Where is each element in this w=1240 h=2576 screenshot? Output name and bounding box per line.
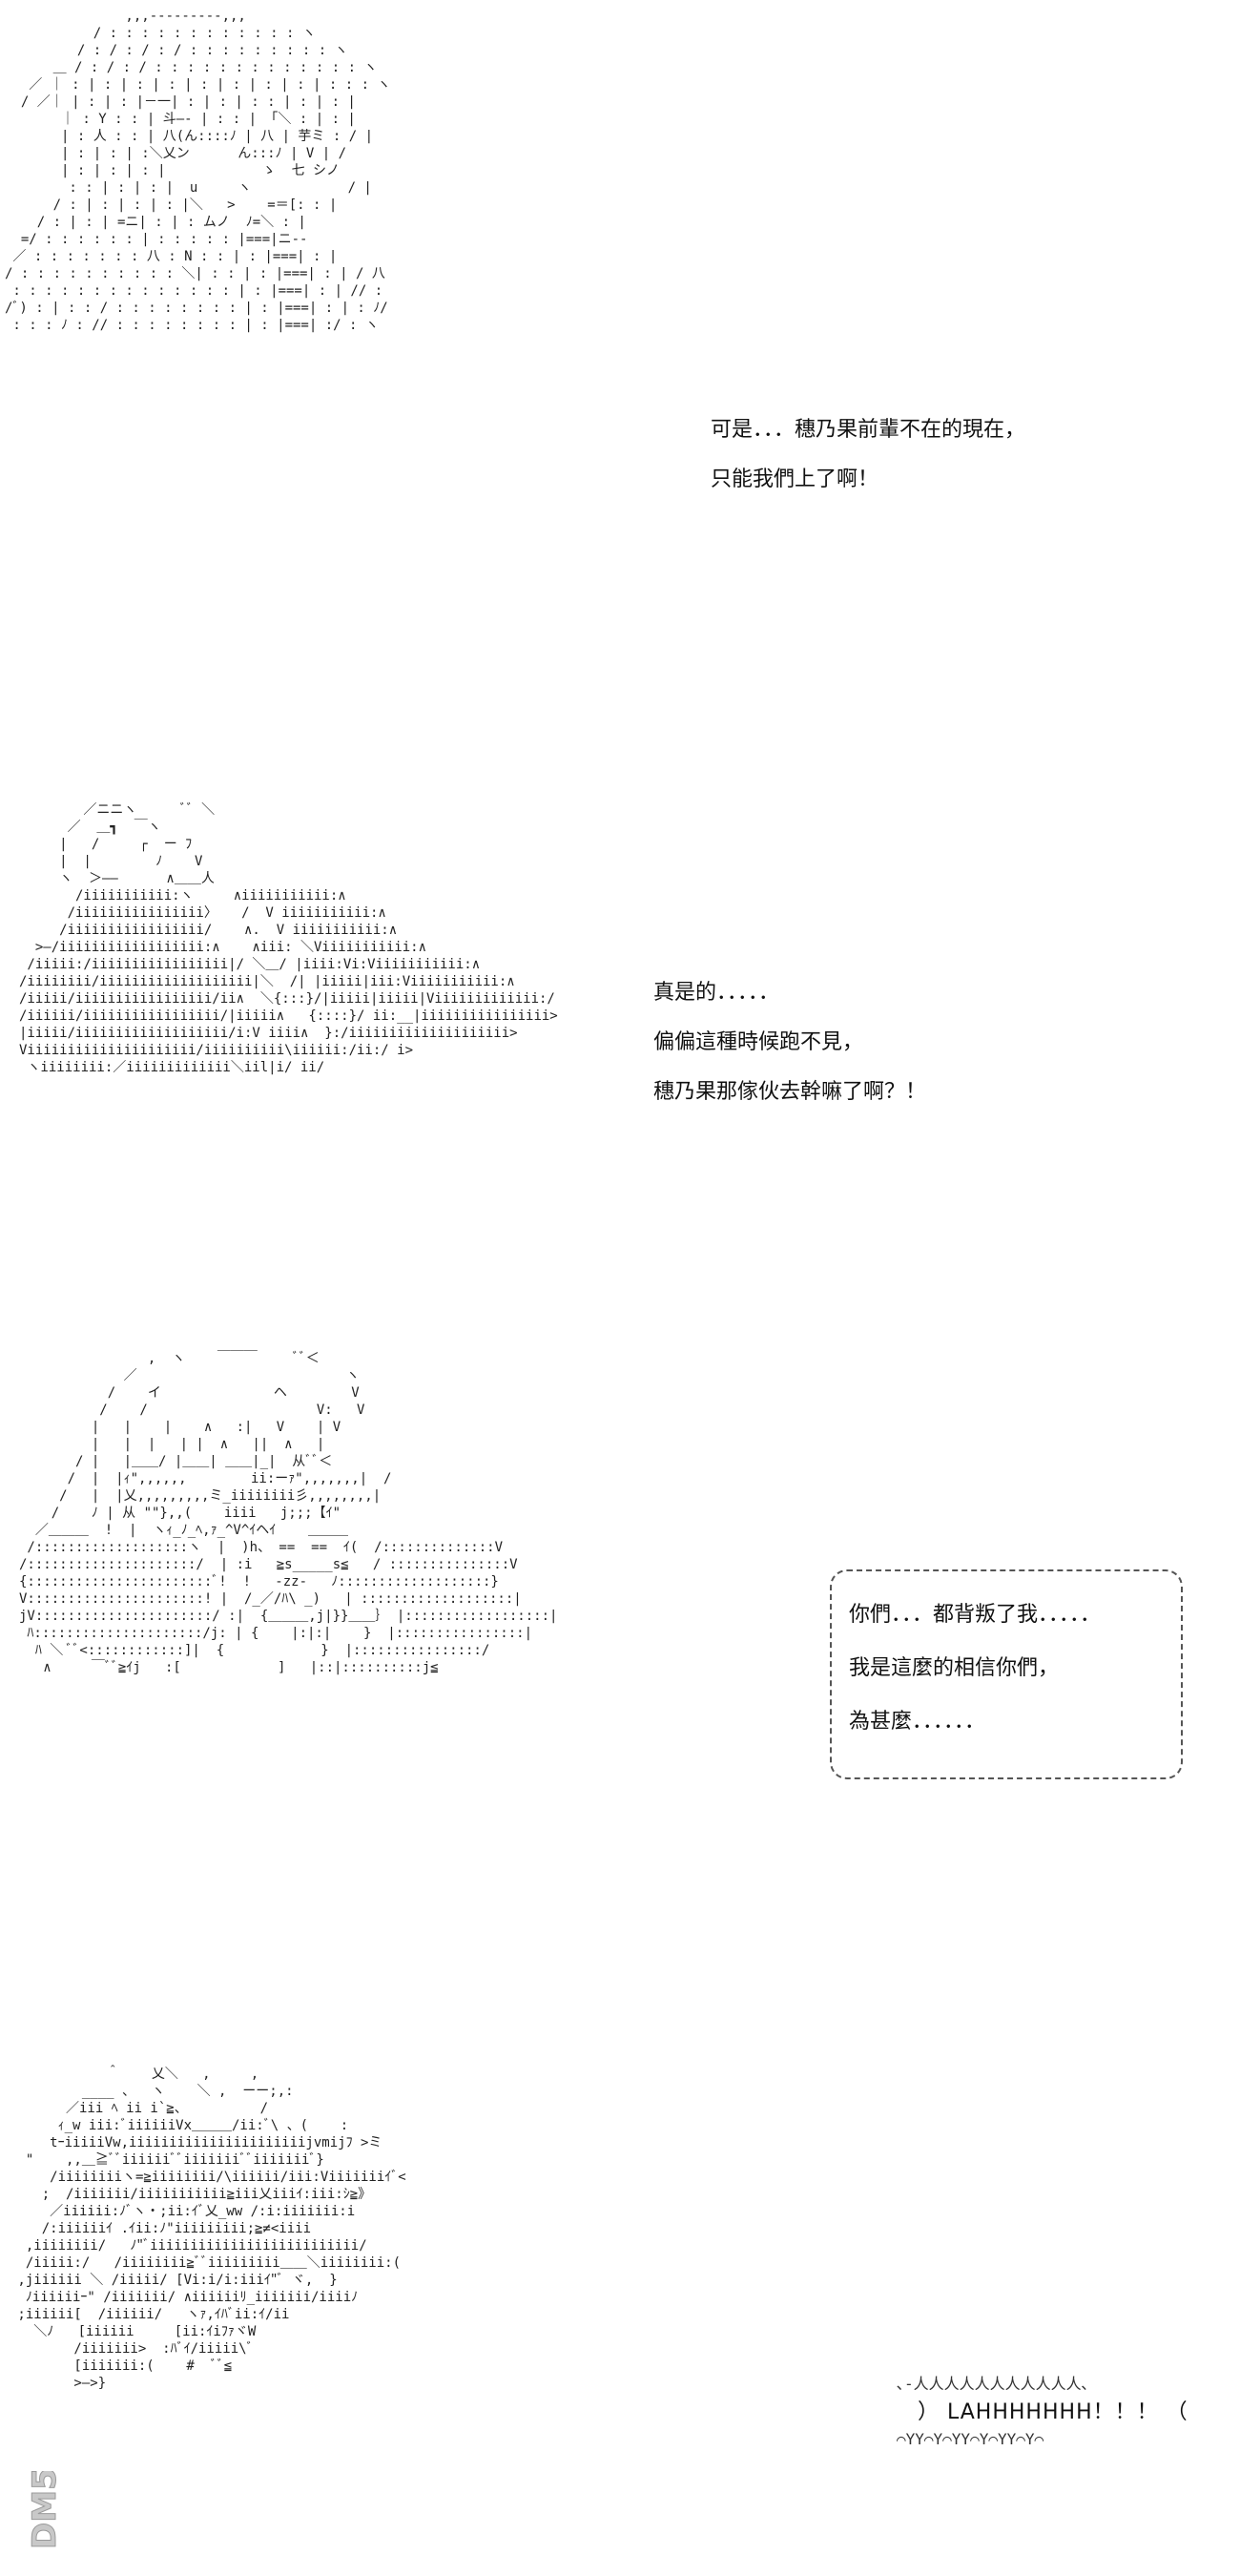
bubble-line: 為甚麼．．．．．． [849,1710,986,1734]
dialogue-line: 穗乃果那傢伙去幹嘛了啊？！ [653,1080,927,1104]
shout-bubble: ､-人人人人人人人人人人人､ ） LAHHHHHHH！！！ （ ⌒YY⌒Y⌒YY… [897,2376,1211,2452]
dialogue-1: 可是．．．穗乃果前輩不在的現在， 只能我們上了啊！ [711,405,1025,505]
watermark-logo-icon: DM5 [26,2471,65,2550]
ascii-art-2: ／ニニヽ ﾞﾞ ＼ ／ ＿┓ ￣ヽ | / ┌ ー ﾌ | | ﾉ V ヽ ＞―… [19,802,558,1075]
speech-bubble: 你們．．．都背叛了我．．．．． 我是這麼的相信你們， 為甚麼．．．．．． [830,1569,1183,1779]
ascii-art-3: , ヽ ￣￣￣ ﾞﾞ＜ ／ ヽ / イ ヘ V / / V: V | | | ∧… [19,1351,558,1675]
shout-border-top: ､-人人人人人人人人人人人､ [897,2375,1089,2393]
dialogue-2: 真是的．．．．． 偏偏這種時候跑不見， 穗乃果那傢伙去幹嘛了啊？！ [653,968,926,1117]
ascii-art-4: ＾ 乂＼ , , ____ 、 ヽ ＼ , ーー;,: ／iii ﾍ ii i`… [17,2067,406,2391]
dialogue-line: 只能我們上了啊！ [711,467,879,491]
dialogue-line: 可是．．．穗乃果前輩不在的現在， [711,418,1026,442]
panel-3: , ヽ ￣￣￣ ﾞﾞ＜ ／ ヽ / イ ヘ V / / V: V | | | ∧… [0,1326,1240,2051]
watermark-logo: DM5 [0,2471,101,2557]
panel-2: ／ニニヽ ﾞﾞ ＼ ／ ＿┓ ￣ヽ | / ┌ ー ﾌ | | ﾉ V ヽ ＞―… [0,792,1240,1326]
shout-border-bottom: ⌒YY⌒Y⌒YY⌒Y⌒YY⌒Y⌒ [897,2430,1044,2448]
panel-4: ＾ 乂＼ , , ____ 、 ヽ ＼ , ーー;,: ／iii ﾍ ii i`… [0,2051,1240,2576]
shout-text: ） LAHHHHHHH！！！ （ [918,2400,1188,2424]
dialogue-line: 偏偏這種時候跑不見， [653,1030,864,1054]
bubble-line: 我是這麼的相信你們， [849,1656,1060,1680]
watermark-text: DM5 [26,2471,64,2549]
panel-1: ,,,---------,,, / : : : : : : : : : : : … [0,0,1240,792]
bubble-line: 你們．．．都背叛了我．．．．． [849,1603,1102,1627]
ascii-art-1: ,,,---------,,, / : : : : : : : : : : : … [5,9,391,333]
dialogue-line: 真是的．．．．． [653,981,780,1005]
